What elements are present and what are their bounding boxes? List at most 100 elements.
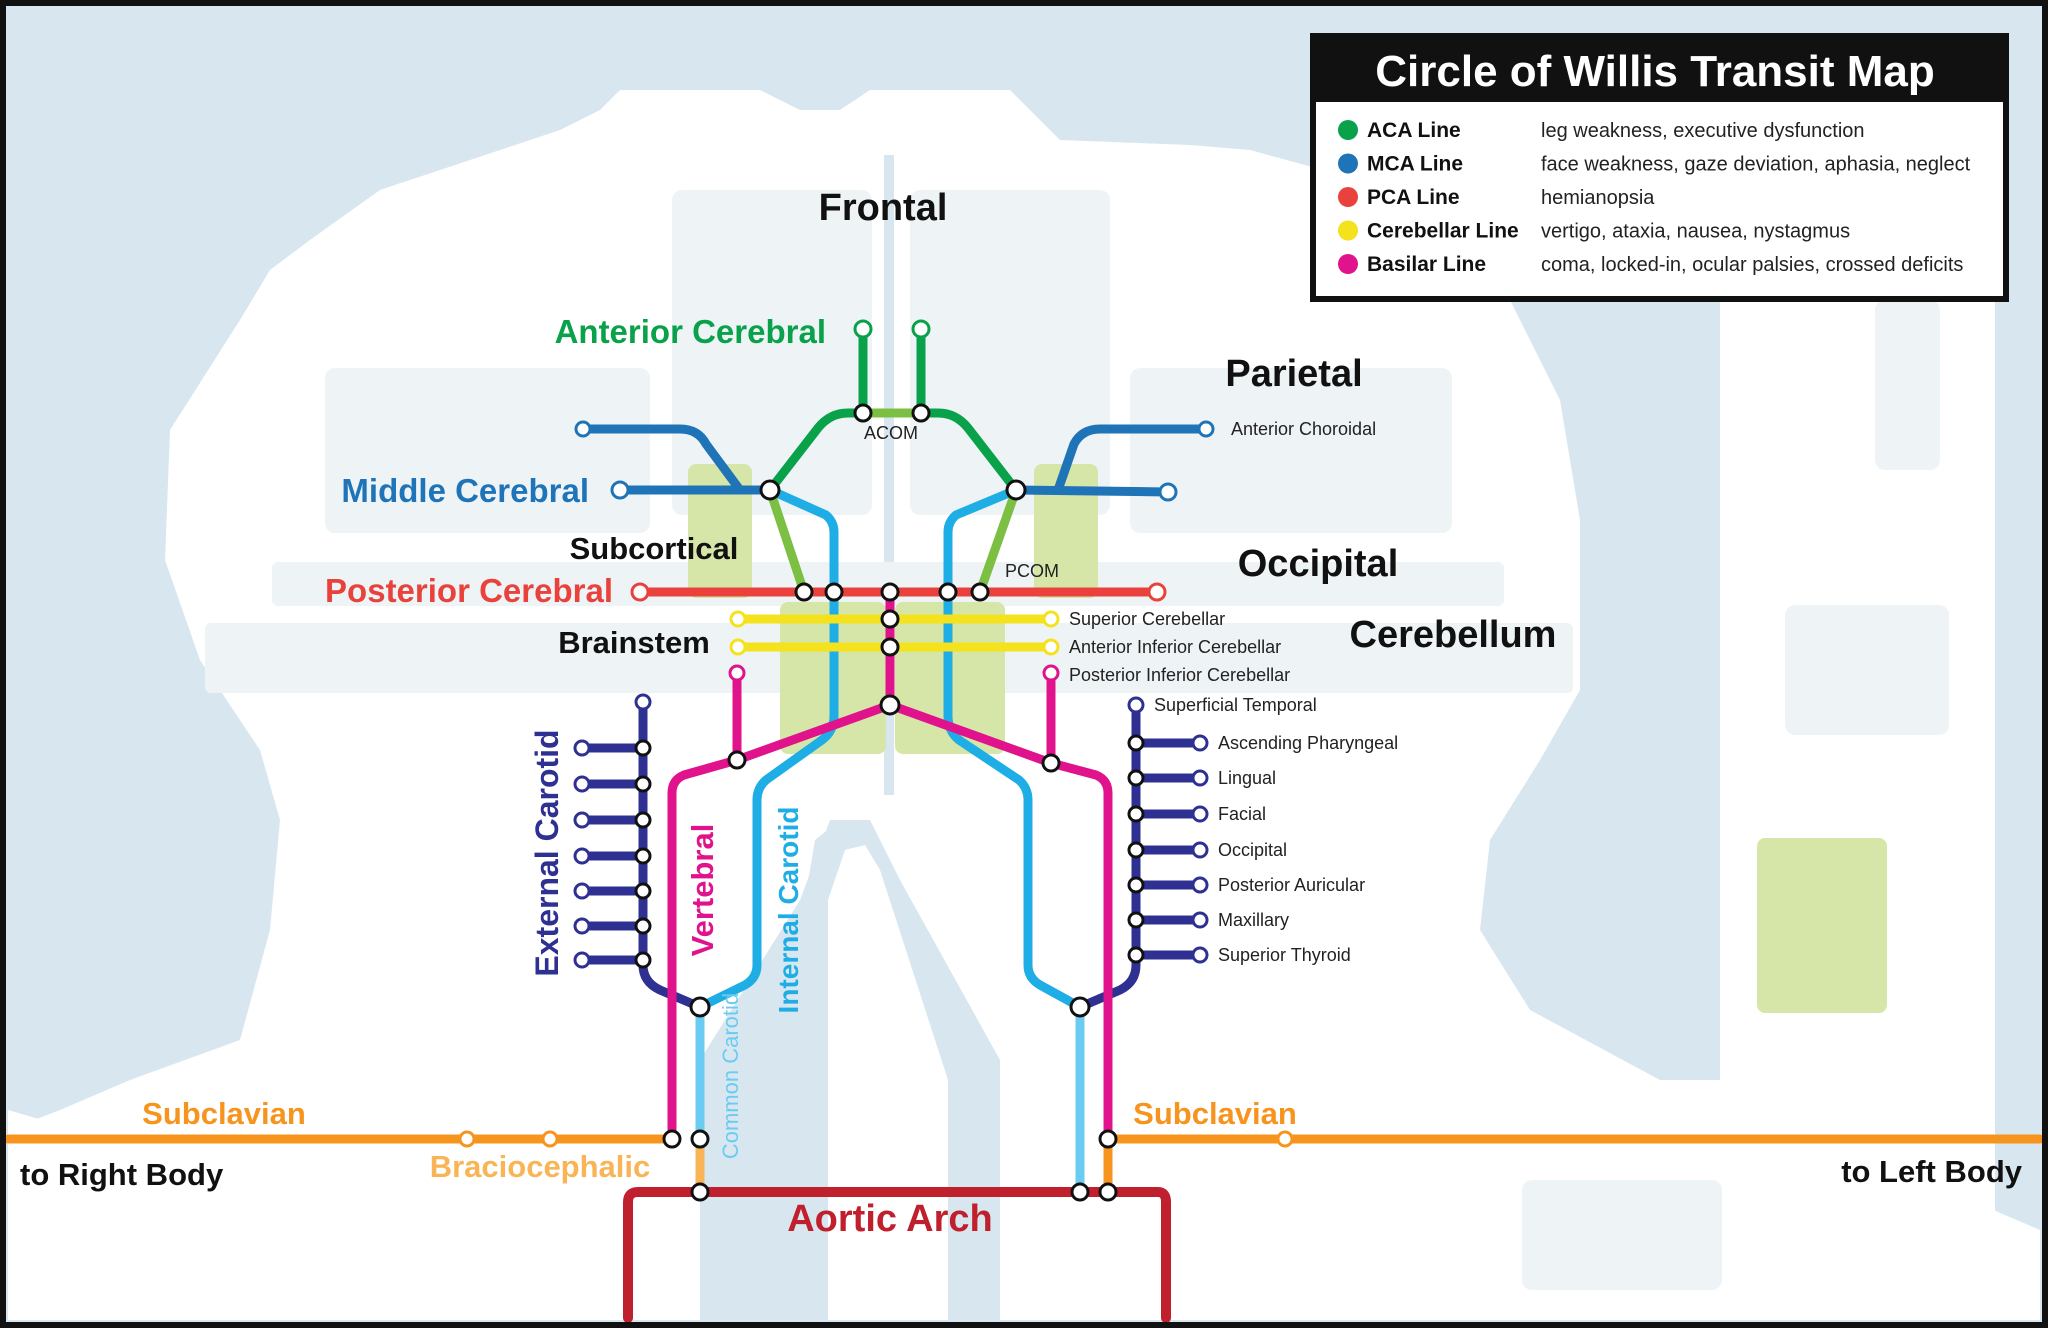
legend-line-description: coma, locked-in, ocular palsies, crossed… bbox=[1541, 254, 1963, 276]
legend-title: Circle of Willis Transit Map bbox=[1375, 47, 1935, 96]
station-acom-right bbox=[853, 403, 873, 423]
terminal-aca-left bbox=[911, 319, 931, 339]
mca-left-lower-line bbox=[1011, 485, 1173, 497]
station-subclavian-vertebral-right bbox=[662, 1129, 682, 1149]
land-right-band bbox=[1720, 300, 1995, 1280]
region-subcortical: Subcortical bbox=[570, 531, 739, 566]
terminal-pca-right bbox=[630, 582, 650, 602]
label-to-right-body: to Right Body bbox=[20, 1157, 224, 1192]
station-pca-ica-left bbox=[938, 582, 958, 602]
interchange-stations bbox=[634, 403, 1145, 1202]
terminal-aica-right bbox=[729, 638, 747, 656]
label-subclavian-right: Subclavian bbox=[142, 1096, 306, 1131]
legend-line-name: MCA Line bbox=[1367, 153, 1463, 176]
region-occipital: Occipital bbox=[1238, 543, 1399, 585]
park-subcortical-left bbox=[688, 464, 752, 598]
station-pca-pcom-right bbox=[794, 582, 814, 602]
legend-swatch bbox=[1338, 187, 1358, 207]
label-superior-thyroid: Superior Thyroid bbox=[1218, 945, 1351, 965]
label-lingual: Lingual bbox=[1218, 768, 1276, 788]
label-posterior-auricular: Posterior Auricular bbox=[1218, 875, 1365, 895]
station-subclavian-left-1 bbox=[1276, 1130, 1294, 1148]
label-posterior-cerebral: Posterior Cerebral bbox=[325, 572, 613, 609]
midline-divider bbox=[884, 155, 894, 795]
panel-right-top bbox=[1875, 300, 1940, 470]
label-to-left-body: to Left Body bbox=[1841, 1154, 2023, 1189]
internal-carotid-right-line bbox=[695, 485, 839, 1012]
label-middle-cerebral: Middle Cerebral bbox=[341, 472, 589, 509]
park-right bbox=[1757, 838, 1887, 1013]
station-pica-left bbox=[1041, 753, 1061, 773]
legend-line-name: Basilar Line bbox=[1367, 253, 1486, 276]
pcom-left-line bbox=[975, 485, 1021, 597]
station-carotid-bifurcation-right bbox=[689, 996, 711, 1018]
station-aica bbox=[880, 637, 900, 657]
label-anterior-inferior-cerebellar: Anterior Inferior Cerebellar bbox=[1069, 637, 1281, 657]
panel-frontal-left bbox=[672, 190, 872, 515]
external-carotid-left-line bbox=[1075, 700, 1141, 1012]
label-vertebral: Vertebral bbox=[685, 824, 720, 957]
label-facial: Facial bbox=[1218, 804, 1266, 824]
station-acom-left bbox=[911, 403, 931, 423]
legend-title-bar bbox=[1313, 36, 2006, 102]
legend-line-name: ACA Line bbox=[1367, 119, 1461, 142]
station-sca bbox=[880, 609, 900, 629]
legend-line-description: hemianopsia bbox=[1541, 187, 1655, 209]
eca-branches-right bbox=[577, 743, 648, 965]
station-arch-subclavian-left bbox=[1098, 1182, 1118, 1202]
terminal-pca-left bbox=[1147, 582, 1167, 602]
label-pcom: PCOM bbox=[1005, 561, 1059, 581]
legend-swatch bbox=[1338, 120, 1358, 140]
terminal-pica-left bbox=[1042, 664, 1060, 682]
legend-swatch bbox=[1338, 254, 1358, 274]
legend-swatch bbox=[1338, 153, 1358, 174]
panel-right-upper bbox=[1785, 605, 1949, 735]
terminal-stations bbox=[458, 319, 1294, 1148]
label-maxillary: Maxillary bbox=[1218, 910, 1289, 930]
label-ascending-pharyngeal: Ascending Pharyngeal bbox=[1218, 733, 1398, 753]
legend-line-description: leg weakness, executive dysfunction bbox=[1541, 120, 1865, 142]
label-common-carotid: Common Carotid bbox=[718, 993, 743, 1159]
region-frontal: Frontal bbox=[819, 187, 948, 229]
terminal-pica-right bbox=[728, 664, 746, 682]
legend-line-name: PCA Line bbox=[1367, 186, 1460, 209]
station-pca-pcom-left bbox=[970, 582, 990, 602]
label-subclavian-left: Subclavian bbox=[1133, 1096, 1297, 1131]
label-occipital-branch: Occipital bbox=[1218, 840, 1287, 860]
vertebral-left-line bbox=[885, 700, 1113, 1144]
terminal-aca-right bbox=[853, 319, 873, 339]
terminal-aica-left bbox=[1042, 638, 1060, 656]
station-carotid-bifurcation-left bbox=[1069, 996, 1091, 1018]
station-subclavian-common-right bbox=[690, 1129, 710, 1149]
station-ica-terminus-right bbox=[759, 479, 781, 501]
pcom-right-line bbox=[765, 485, 809, 597]
aca-right-line bbox=[765, 324, 868, 495]
label-anterior-choroidal: Anterior Choroidal bbox=[1231, 419, 1376, 439]
station-arch-brachio bbox=[690, 1182, 710, 1202]
internal-carotid-left-line bbox=[943, 485, 1085, 1012]
terminal-mca-left-lower bbox=[1158, 482, 1178, 502]
station-subclavian-vertebral-left bbox=[1098, 1129, 1118, 1149]
station-subclavian-right-2 bbox=[541, 1130, 559, 1148]
land-channel-island bbox=[828, 845, 948, 1320]
terminal-mca-right-upper bbox=[574, 420, 592, 438]
label-internal-carotid: Internal Carotid bbox=[773, 807, 804, 1014]
legend: Circle of Willis Transit Map ACA Line leg… bbox=[1310, 33, 2009, 302]
station-vertebrobasilar bbox=[879, 694, 901, 716]
land-left-band bbox=[8, 1110, 180, 1200]
eca-branches-left bbox=[1131, 738, 1205, 960]
legend-line-description: face weakness, gaze deviation, aphasia, … bbox=[1541, 154, 1971, 176]
panel-parietal-left bbox=[325, 368, 650, 533]
region-brainstem: Brainstem bbox=[558, 625, 710, 660]
label-aortic-arch: Aortic Arch bbox=[787, 1198, 993, 1240]
station-ica-terminus-left bbox=[1005, 479, 1027, 501]
legend-line-description: vertigo, ataxia, nausea, nystagmus bbox=[1541, 221, 1850, 243]
mca-left-upper-line bbox=[1053, 424, 1211, 495]
station-arch-common-left bbox=[1070, 1182, 1090, 1202]
aortic-arch-line bbox=[623, 1187, 1171, 1323]
terminal-sca-left bbox=[1042, 610, 1060, 628]
terminal-mca-right-lower bbox=[610, 480, 630, 500]
station-pca-ica-right bbox=[824, 582, 844, 602]
